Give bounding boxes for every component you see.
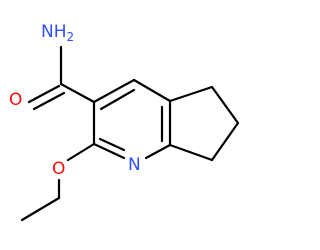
bond-c3-c4	[92, 78, 136, 104]
bond-c-o-double-2	[32, 91, 66, 111]
bond-n1-c2	[92, 142, 126, 160]
amide-nitrogen-label: NH2	[41, 22, 74, 44]
bond-carbonyl-ring	[59, 82, 96, 104]
molecule-structure: NH2 O N O	[9, 22, 240, 222]
bond-c6-c7	[210, 121, 240, 162]
ether-oxygen-label: O	[52, 159, 65, 179]
bond-c4-c4a	[132, 78, 172, 103]
carbonyl-oxygen-label: O	[9, 90, 22, 110]
bond-ch2-ch3	[20, 196, 61, 222]
bond-c2-o	[66, 142, 96, 162]
bond-c3-c4-inner	[99, 88, 136, 111]
bond-c4a-c5	[168, 85, 214, 103]
bond-c-o-double-1	[27, 84, 61, 104]
bond-n1-c2-inner	[98, 137, 126, 152]
bond-c5-c6	[210, 85, 240, 125]
ring-nitrogen-label: N	[128, 155, 141, 175]
bond-c7a-n1	[144, 143, 172, 160]
bond-c7-c7a	[168, 143, 214, 162]
